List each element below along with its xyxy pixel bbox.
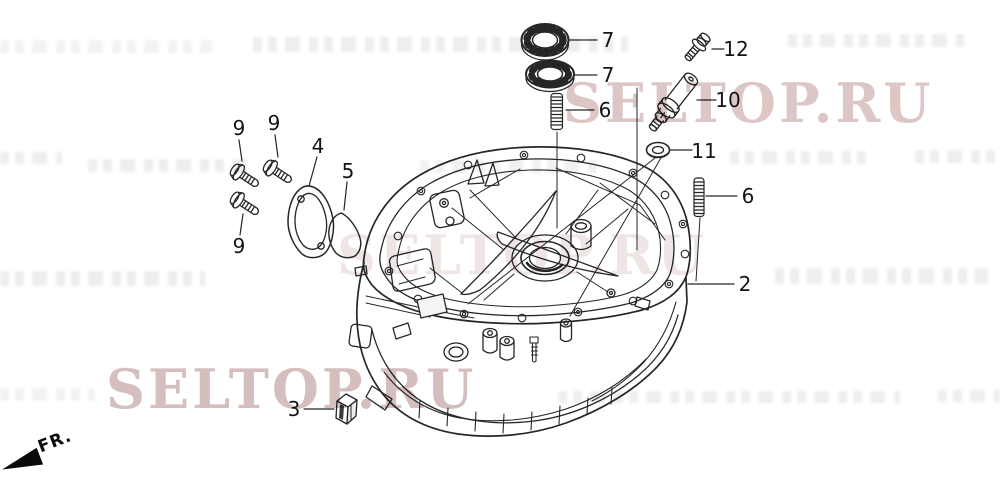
faded-print-artifact xyxy=(0,40,212,53)
callout-4: 4 xyxy=(311,134,325,158)
faded-print-artifact xyxy=(88,159,253,172)
callout-7-upper: 7 xyxy=(601,28,615,52)
callout-6-upper: 6 xyxy=(598,98,612,122)
callout-5: 5 xyxy=(341,159,355,183)
callout-12: 12 xyxy=(723,37,749,61)
faded-print-artifact xyxy=(0,271,205,286)
boss-cylinders xyxy=(482,327,515,361)
callout-10: 10 xyxy=(715,88,741,112)
faded-print-artifact xyxy=(558,391,900,403)
callout-2: 2 xyxy=(738,272,752,296)
callout-11: 11 xyxy=(691,139,717,163)
skirt-ribs xyxy=(418,387,613,434)
callout-9-2: 9 xyxy=(267,111,281,135)
flange-bolt-9-3 xyxy=(226,188,263,221)
ear-bosses xyxy=(559,288,616,343)
oil-seal-7-lower xyxy=(525,59,575,93)
faded-print-artifact xyxy=(730,151,868,164)
oil-seal-7-upper xyxy=(520,23,570,61)
install-leader-lines xyxy=(467,87,701,317)
dowel-shaft-10 xyxy=(648,72,699,132)
left-ear xyxy=(429,189,465,229)
callout-7-lower: 7 xyxy=(601,63,615,87)
gasket-5 xyxy=(328,212,362,259)
faded-print-artifact xyxy=(0,388,95,401)
faded-print-artifact xyxy=(788,34,964,47)
bolt-12 xyxy=(684,32,711,62)
stud-bolt-6-upper xyxy=(550,92,564,131)
oil-case-drawing xyxy=(348,146,692,437)
stud-bolt-6-right xyxy=(693,177,705,218)
flange-bolt-9-2 xyxy=(259,156,296,189)
callout-9-3: 9 xyxy=(232,234,246,258)
cover-plate-4 xyxy=(287,185,335,259)
drain-bolt xyxy=(529,336,539,363)
interior-ribs xyxy=(429,167,666,301)
faded-print-artifact xyxy=(0,152,62,164)
faded-print-artifact xyxy=(775,268,988,284)
faded-print-artifact xyxy=(938,390,1000,402)
oil-passage-boss xyxy=(570,218,592,251)
washer-11 xyxy=(645,141,671,159)
faded-print-artifact xyxy=(915,150,1000,163)
callout-9-1: 9 xyxy=(232,116,246,140)
callout-3: 3 xyxy=(287,397,301,421)
flange-bolt-9-1 xyxy=(226,160,263,193)
rubber-mount-3 xyxy=(335,393,358,425)
callout-6-right: 6 xyxy=(741,184,755,208)
callout-leader-lines xyxy=(238,39,738,410)
